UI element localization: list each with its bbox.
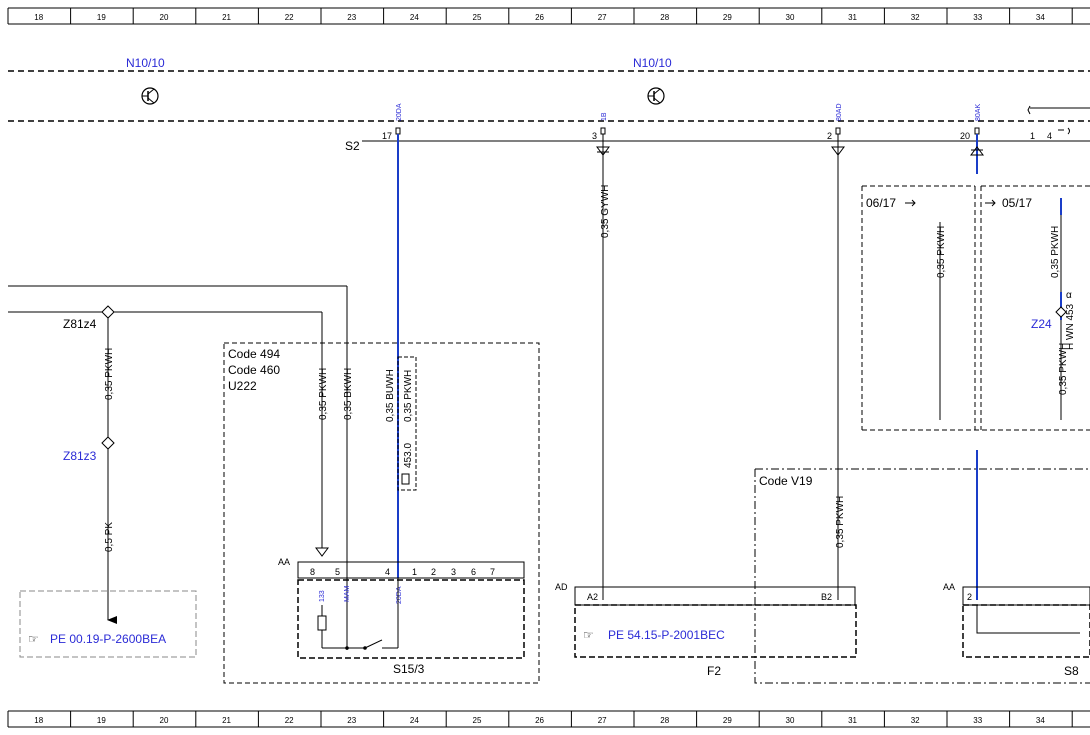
s15-pin-5: 5 xyxy=(335,567,340,577)
ruler-number: 18 xyxy=(34,716,43,725)
hand-icon: ☞ xyxy=(583,628,594,642)
ruler-number: 31 xyxy=(848,716,857,725)
ruler-number: 27 xyxy=(598,716,607,725)
code-20da-low: 20DA xyxy=(396,586,403,604)
wire-pkwh-code2: 0,35 PKWH xyxy=(403,370,414,422)
ruler-number: 32 xyxy=(911,13,920,22)
ruler-number: 21 xyxy=(222,13,231,22)
alpha-symbol: α xyxy=(1066,290,1072,301)
ad-label: AD xyxy=(555,582,568,592)
date-right: 05/17 xyxy=(1002,196,1032,210)
pin-1-far: 1 xyxy=(1030,131,1035,141)
ruler-number: 24 xyxy=(410,716,419,725)
ruler-number: 30 xyxy=(786,716,795,725)
ruler-number: 25 xyxy=(473,716,482,725)
ruler-number: 22 xyxy=(285,13,294,22)
date-left: 06/17 xyxy=(866,196,896,210)
ruler-number: 32 xyxy=(911,716,920,725)
ruler-number: 19 xyxy=(97,13,106,22)
code-133: 133 xyxy=(319,590,326,602)
f2-pin-a2: A2 xyxy=(587,592,598,602)
pin-4-far: 4 xyxy=(1047,131,1052,141)
component-f2: F2 xyxy=(707,664,721,678)
top-ruler: 18 19 20 21 22 23 24 25 26 27 28 29 30 31 32 33 34 xyxy=(7,7,1090,25)
wire-code-80ad: 80AD xyxy=(836,103,843,121)
pin-20: 20 xyxy=(960,131,970,141)
s15-pin-2: 2 xyxy=(431,567,436,577)
s15-pin-7: 7 xyxy=(490,567,495,577)
bottom-ruler: 18 19 20 21 22 23 24 25 26 27 28 29 30 31 32 33 34 xyxy=(7,710,1090,728)
wire-pkwh-code: 0,35 PKWH xyxy=(318,368,329,420)
ruler-number: 22 xyxy=(285,716,294,725)
wire-bkwh-code: 0,35 BKWH xyxy=(343,368,354,420)
ruler-number: 23 xyxy=(347,716,356,725)
code-v19: Code V19 xyxy=(759,474,813,488)
pe-ref-mid[interactable]: PE 54.15-P-2001BEC xyxy=(608,628,725,642)
ruler-number: 31 xyxy=(848,13,857,22)
ruler-number: 25 xyxy=(473,13,482,22)
pe-ref-left[interactable]: PE 00.19-P-2600BEA xyxy=(50,632,166,646)
s15-pin-3: 3 xyxy=(451,567,456,577)
wire-buwh-code: 0,35 BUWH xyxy=(385,369,396,422)
s15-pin-6: 6 xyxy=(471,567,476,577)
aa-left: AA xyxy=(278,557,290,567)
s15-pin-1: 1 xyxy=(412,567,417,577)
s2-label: S2 xyxy=(345,139,360,153)
ruler-number: 24 xyxy=(410,13,419,22)
n10-right-label: N10/10 xyxy=(633,56,672,70)
transistor-icon xyxy=(647,87,665,105)
ruler-number: 29 xyxy=(723,13,732,22)
splice-z81z4: Z81z4 xyxy=(63,317,97,331)
splice-z81z3: Z81z3 xyxy=(63,449,97,463)
code-460: Code 460 xyxy=(228,363,280,377)
f2-pin-b2: B2 xyxy=(821,592,832,602)
ruler-number: 23 xyxy=(347,13,356,22)
ruler-number: 21 xyxy=(222,716,231,725)
wire-code-1b: 1B xyxy=(601,112,608,121)
splice-z24: Z24 xyxy=(1031,317,1052,331)
ruler-number: 19 xyxy=(97,716,106,725)
ruler-number: 20 xyxy=(160,716,169,725)
ruler-number: 30 xyxy=(786,13,795,22)
s15-pin-8: 8 xyxy=(310,567,315,577)
ruler-number: 29 xyxy=(723,716,732,725)
pin-3: 3 xyxy=(592,131,597,141)
wire-pkwh-r3: 0,35 PKWH xyxy=(1058,343,1069,395)
ruler-number: 26 xyxy=(535,716,544,725)
s15-pin-4: 4 xyxy=(385,567,390,577)
ruler-number: 28 xyxy=(660,716,669,725)
code-mam: MAM xyxy=(344,586,351,603)
wire-pkwh-v19: 0,35 PKWH xyxy=(835,496,846,548)
ruler-number: 34 xyxy=(1036,13,1045,22)
aa-right: AA xyxy=(943,582,955,592)
wire-pkwh-left: 0,35 PKWH xyxy=(104,348,115,400)
ruler-number: 33 xyxy=(973,13,982,22)
n10-left-label: N10/10 xyxy=(126,56,165,70)
pin-17: 17 xyxy=(382,131,392,141)
comp-453: 453.0 xyxy=(403,443,414,468)
wire-gywh: 0,35 GYWH xyxy=(600,185,611,238)
hand-icon: ☞ xyxy=(28,632,39,646)
ruler-number: 26 xyxy=(535,13,544,22)
ruler-number: 27 xyxy=(598,13,607,22)
ruler-number: 34 xyxy=(1036,716,1045,725)
code-494: Code 494 xyxy=(228,347,280,361)
wire-code-80ak: 80AK xyxy=(975,104,982,121)
ruler-number: 20 xyxy=(160,13,169,22)
component-s15-3: S15/3 xyxy=(393,662,425,676)
component-s8: S8 xyxy=(1064,664,1079,678)
pin-2: 2 xyxy=(827,131,832,141)
transistor-icon xyxy=(141,87,159,105)
u222: U222 xyxy=(228,379,257,393)
wire-pk-left: 0,5 PK xyxy=(104,522,115,552)
right-pin-2: 2 xyxy=(967,592,972,602)
comp-wn: H WN 453 xyxy=(1065,303,1076,350)
ruler-number: 18 xyxy=(34,13,43,22)
ruler-number: 33 xyxy=(973,716,982,725)
wire-pkwh-r2: 0,35 PKWH xyxy=(1050,226,1061,278)
wire-pkwh-r1: 0,35 PKWH xyxy=(936,226,947,278)
wire-code-20da: 20DA xyxy=(396,103,403,121)
ruler-number: 28 xyxy=(660,13,669,22)
